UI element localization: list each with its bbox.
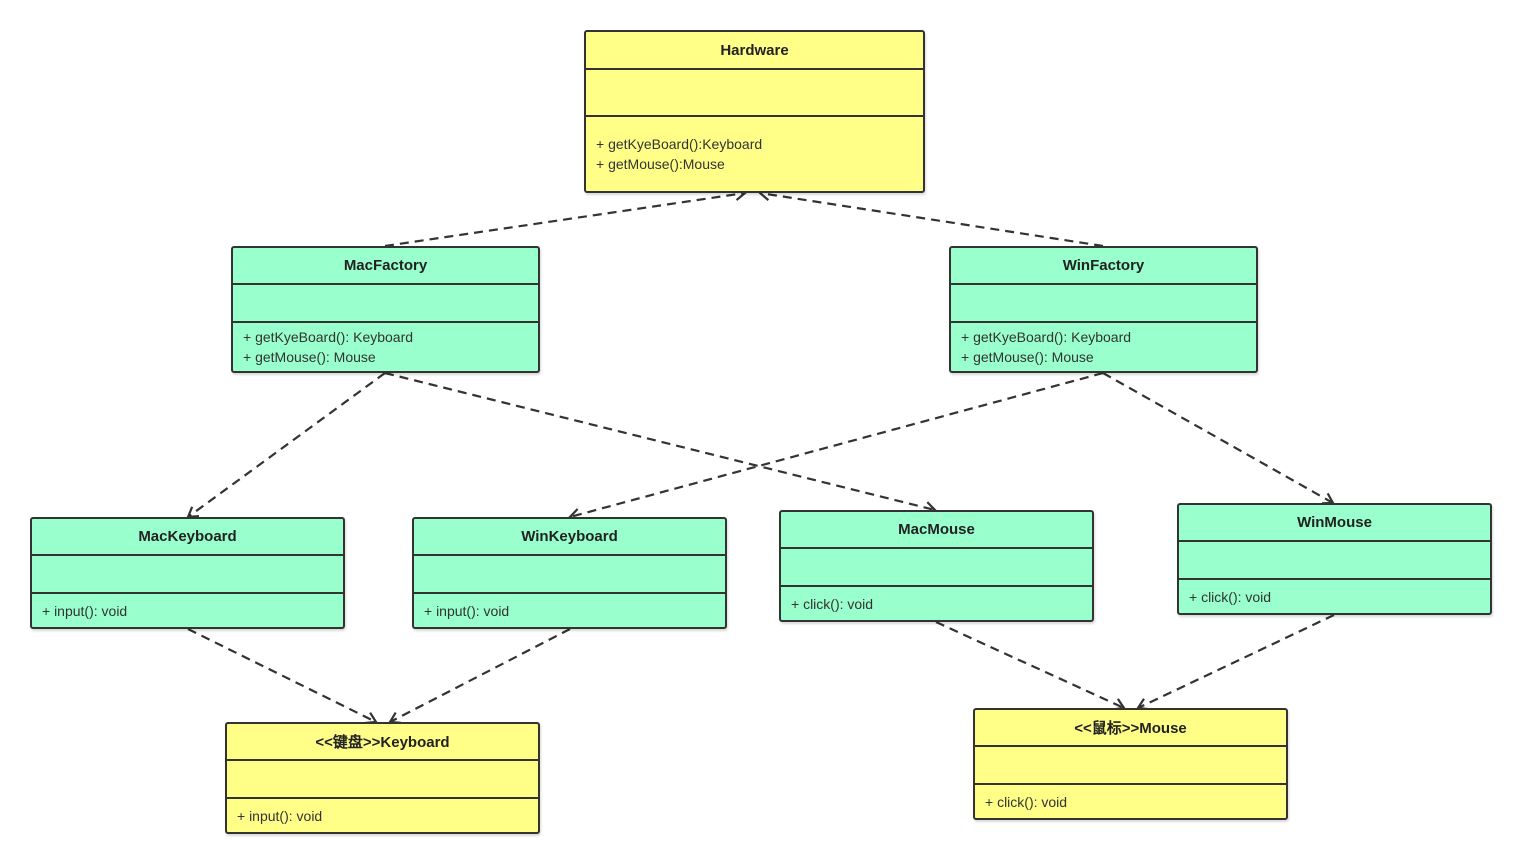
interface-keyboard[interactable]: <<键盘>>Keyboard + input(): void xyxy=(225,722,540,834)
class-win-keyboard[interactable]: WinKeyboard + input(): void xyxy=(412,517,727,629)
relation-line xyxy=(1102,372,1334,504)
relation-line xyxy=(384,191,746,248)
operation: + click(): void xyxy=(985,793,1068,810)
operation: + getMouse(): Mouse xyxy=(243,349,376,365)
relation-line xyxy=(187,372,386,518)
class-mac-mouse[interactable]: MacMouse + click(): void xyxy=(779,510,1094,622)
class-hardware-name: Hardware xyxy=(586,32,923,70)
class-mac-keyboard[interactable]: MacKeyboard + input(): void xyxy=(30,517,345,629)
relation-line xyxy=(569,371,1104,519)
class-hardware[interactable]: Hardware + getKyeBoard():Keyboard + getM… xyxy=(584,30,925,193)
operation: + input(): void xyxy=(237,807,323,824)
relation-realization-mac_mouse-to-mouse xyxy=(935,620,1126,711)
class-win-keyboard-attributes xyxy=(414,556,725,594)
arrowhead-icon xyxy=(1321,492,1335,505)
class-win-mouse[interactable]: WinMouse + click(): void xyxy=(1177,503,1492,615)
relation-line xyxy=(1137,614,1335,709)
class-win-factory-attributes xyxy=(951,285,1256,323)
relation-dependency-win_factory-to-win_keyboard xyxy=(567,371,1104,522)
relation-realization-mac_keyboard-to-keyboard xyxy=(187,628,378,725)
class-mac-mouse-attributes xyxy=(781,549,1092,587)
class-win-factory[interactable]: WinFactory + getKyeBoard(): Keyboard + g… xyxy=(949,246,1258,373)
class-mac-keyboard-attributes xyxy=(32,556,343,594)
class-hardware-attributes xyxy=(586,70,923,117)
operation: + getKyeBoard():Keyboard xyxy=(596,136,763,152)
interface-keyboard-operations: + input(): void xyxy=(227,799,538,832)
class-mac-keyboard-operations: + input(): void xyxy=(32,594,343,627)
class-win-mouse-operations: + click(): void xyxy=(1179,580,1490,613)
relation-line xyxy=(759,191,1104,248)
relation-realization-win_mouse-to-mouse xyxy=(1136,614,1335,711)
operation: + getMouse(): Mouse xyxy=(961,349,1094,365)
interface-mouse-operations: + click(): void xyxy=(975,785,1286,818)
class-win-keyboard-operations: + input(): void xyxy=(414,594,725,627)
relation-dependency-win_factory-to-win_mouse xyxy=(1102,372,1335,505)
class-mac-factory-operations: + getKyeBoard(): Keyboard + getMouse(): … xyxy=(233,323,538,371)
class-mac-factory-attributes xyxy=(233,285,538,323)
class-mac-keyboard-name: MacKeyboard xyxy=(32,519,343,556)
class-win-factory-name: WinFactory xyxy=(951,248,1256,285)
interface-keyboard-attributes xyxy=(227,761,538,799)
interface-mouse-attributes xyxy=(975,747,1286,785)
operation: + input(): void xyxy=(42,602,128,619)
class-hardware-operations: + getKyeBoard():Keyboard + getMouse():Mo… xyxy=(586,117,923,191)
interface-mouse[interactable]: <<鼠标>>Mouse + click(): void xyxy=(973,708,1288,820)
relation-line xyxy=(384,371,936,512)
relation-line xyxy=(389,628,571,723)
class-win-factory-operations: + getKyeBoard(): Keyboard + getMouse(): … xyxy=(951,323,1256,371)
operation: + getMouse():Mouse xyxy=(596,156,725,172)
operation: + click(): void xyxy=(791,595,874,612)
relation-realization-mac_factory-to-hardware xyxy=(384,187,748,248)
relation-line xyxy=(935,620,1125,710)
arrowhead-icon xyxy=(186,506,200,519)
relation-realization-win_keyboard-to-keyboard xyxy=(388,628,571,724)
interface-mouse-name: <<鼠标>>Mouse xyxy=(975,710,1286,747)
relation-line xyxy=(187,628,377,723)
operation: + click(): void xyxy=(1189,588,1272,605)
relation-dependency-mac_factory-to-mac_keyboard xyxy=(186,372,386,519)
operation: + getKyeBoard(): Keyboard xyxy=(961,329,1132,345)
class-mac-mouse-name: MacMouse xyxy=(781,512,1092,549)
class-win-keyboard-name: WinKeyboard xyxy=(414,519,725,556)
class-mac-factory[interactable]: MacFactory + getKyeBoard(): Keyboard + g… xyxy=(231,246,540,373)
relation-realization-win_factory-to-hardware xyxy=(757,187,1104,248)
class-mac-factory-name: MacFactory xyxy=(233,248,538,285)
operation: + getKyeBoard(): Keyboard xyxy=(243,329,414,345)
class-win-mouse-name: WinMouse xyxy=(1179,505,1490,542)
interface-keyboard-name: <<键盘>>Keyboard xyxy=(227,724,538,761)
class-mac-mouse-operations: + click(): void xyxy=(781,587,1092,620)
operation: + input(): void xyxy=(424,602,510,619)
class-win-mouse-attributes xyxy=(1179,542,1490,580)
